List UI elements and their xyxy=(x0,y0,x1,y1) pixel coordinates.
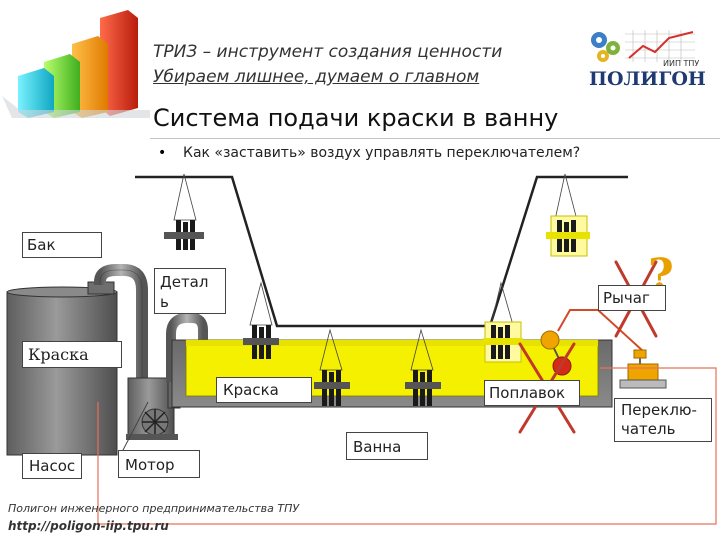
footer-url[interactable]: http://poligon-iip.tpu.ru xyxy=(8,519,169,533)
label-kraska-bath: Краска xyxy=(216,377,312,403)
part-holder-1 xyxy=(164,173,204,250)
bar-chart-logo xyxy=(2,10,150,118)
label-rychag: Рычаг xyxy=(598,285,666,311)
logo-name: ПОЛИГОН xyxy=(589,68,706,90)
footer-org: Полигон инженерного предпринимательства … xyxy=(8,502,300,515)
label-nasos: Насос xyxy=(22,453,82,479)
title-divider xyxy=(150,138,720,139)
poligon-logo: ИИП ТПУ ПОЛИГОН xyxy=(585,26,706,94)
part-holder-4 xyxy=(314,328,350,406)
pipe-pump-to-bath xyxy=(166,313,208,382)
logo-graphic xyxy=(591,30,695,62)
bullet-question: Как «заставить» воздух управлять переклю… xyxy=(183,145,581,161)
motor-leader xyxy=(121,401,149,453)
part-holder-6 xyxy=(483,281,523,363)
float-lever xyxy=(540,309,645,376)
label-switch-line2: чатель xyxy=(621,420,676,438)
page-title: Система подачи краски в ванну xyxy=(153,104,559,132)
paint-tank xyxy=(6,281,118,456)
label-motor: Мотор xyxy=(118,450,200,478)
switch-outline xyxy=(97,367,717,525)
part-holder-5 xyxy=(405,328,441,406)
label-bak: Бак xyxy=(22,232,102,258)
part-holder-2 xyxy=(546,173,590,257)
label-switch: Переклю- чатель xyxy=(614,398,712,442)
conveyor-track xyxy=(135,175,628,328)
part-holder-3 xyxy=(243,281,279,359)
logo-small-text: ИИП ТПУ xyxy=(663,59,700,68)
label-poplavok: Поплавок xyxy=(484,380,580,406)
label-kraska-tank: Краска xyxy=(22,341,122,368)
label-switch-line1: Переклю- xyxy=(621,401,697,419)
label-detal-line2: ь xyxy=(160,293,169,311)
header-line-2: Убираем лишнее, думаем о главном xyxy=(153,67,480,87)
header-line-1: ТРИЗ – инструмент создания ценности xyxy=(153,42,503,62)
part-holders xyxy=(164,173,590,406)
bullet-marker: • xyxy=(158,145,167,161)
switch xyxy=(619,349,667,389)
label-detal: Детал ь xyxy=(154,268,226,314)
label-vanna: Ванна xyxy=(346,432,428,460)
label-detal-line1: Детал xyxy=(160,273,209,291)
